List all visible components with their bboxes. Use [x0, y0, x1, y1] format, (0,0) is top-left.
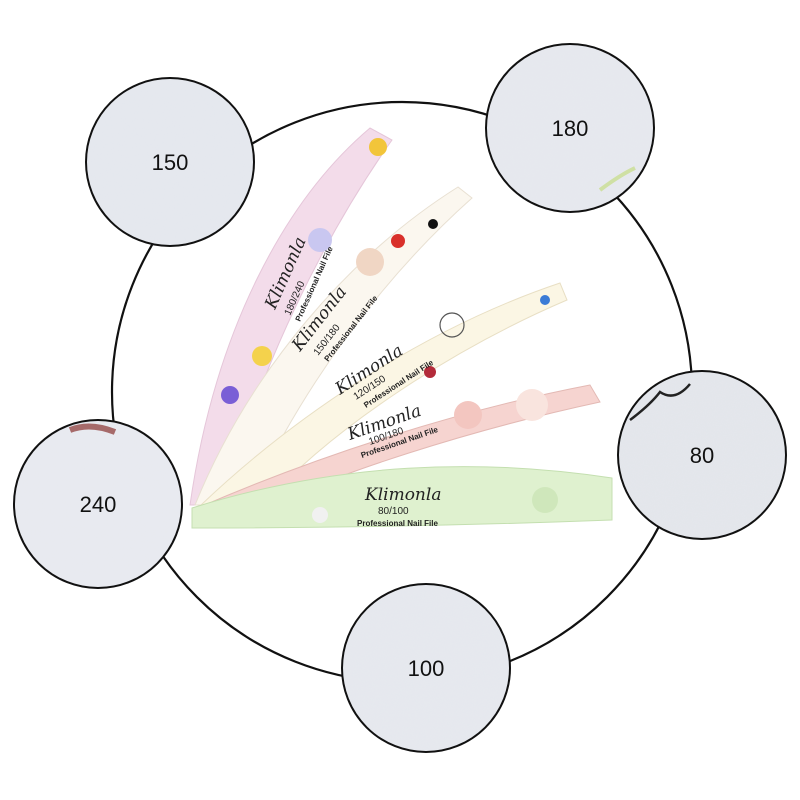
- fruit-decoration: [312, 507, 328, 523]
- moon-decoration: [308, 228, 332, 252]
- nail-file-80-100: Klimonla 80/100 Professional Nail File: [191, 466, 613, 529]
- berry-decoration: [424, 366, 436, 378]
- lips-decoration: [391, 234, 405, 248]
- sun-decoration: [252, 346, 272, 366]
- nail-file-fan: Klimonla 180/240 Professional Nail File …: [189, 127, 613, 529]
- file-grit: 80/100: [378, 506, 409, 517]
- leaf-decoration: [428, 219, 438, 229]
- star-decoration: [369, 138, 387, 156]
- nail-file-120-150: Klimonla 120/150 Professional Nail File: [198, 282, 568, 507]
- grit-label-150: 150: [152, 150, 189, 175]
- grit-sample-80: 80: [617, 370, 787, 540]
- flower-decoration: [221, 386, 239, 404]
- grit-label-80: 80: [690, 443, 714, 468]
- grit-label-180: 180: [552, 116, 589, 141]
- grit-label-240: 240: [80, 492, 117, 517]
- file-brand: Klimonla: [364, 485, 441, 505]
- grit-sample-180: 180: [485, 43, 655, 213]
- grit-sample-100: 100: [341, 583, 511, 753]
- face-decoration: [356, 248, 384, 276]
- leaf-decoration: [532, 487, 558, 513]
- face-decoration: [454, 401, 482, 429]
- bird-decoration: [540, 295, 550, 305]
- blossom-decoration: [516, 389, 548, 421]
- grit-label-100: 100: [408, 656, 445, 681]
- grit-sample-240: 240: [13, 419, 183, 589]
- face-line-decoration: [439, 312, 465, 338]
- grit-sample-150: 150: [85, 77, 255, 247]
- file-subtitle: Professional Nail File: [357, 519, 438, 528]
